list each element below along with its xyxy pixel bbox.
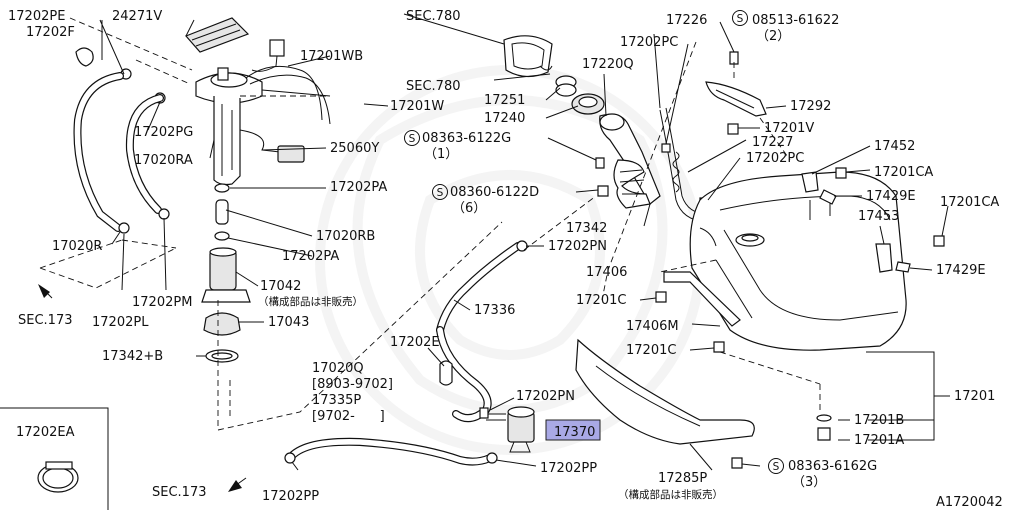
callout-17342[interactable]: 17342 (566, 221, 607, 236)
callout-08363-6122G[interactable]: 08363-6122G (422, 131, 511, 146)
callout-17227[interactable]: 17227 (752, 135, 793, 150)
callout-17202PC-upper[interactable]: 17202PC (620, 35, 678, 50)
callout-17020Q[interactable]: 17020Q (312, 361, 364, 376)
clamp-17202EA-drawing (37, 461, 79, 493)
qty-08363-6162G: （3） (792, 475, 826, 490)
callout-17201[interactable]: 17201 (954, 389, 995, 404)
filler-assembly (503, 35, 709, 223)
leader-lines (0, 13, 950, 510)
range-17020Q: [8903-9702] (312, 377, 393, 392)
callout-17429E-right[interactable]: 17429E (936, 263, 986, 278)
callout-17201CA-right[interactable]: 17201CA (940, 195, 999, 210)
callout-17292[interactable]: 17292 (790, 99, 831, 114)
callout-17201V[interactable]: 17201V (764, 121, 814, 136)
highlight-17370-box (545, 419, 601, 441)
callout-17202PP-left[interactable]: 17202PP (262, 489, 319, 504)
callout-17201W[interactable]: 17201W (390, 99, 444, 114)
callout-08363-6162G[interactable]: 08363-6162G (788, 459, 877, 474)
arrow-icon (38, 284, 50, 298)
callout-17020R[interactable]: 17020R (52, 239, 102, 254)
callout-17202F[interactable]: 17202F (26, 25, 75, 40)
callout-17202PA-upper[interactable]: 17202PA (330, 180, 387, 195)
right-dashed-guides (523, 41, 821, 414)
screw-marks: S S S S (404, 10, 784, 474)
callout-17043[interactable]: 17043 (268, 315, 309, 330)
callout-17202PL[interactable]: 17202PL (92, 315, 149, 330)
callout-17202PP-right[interactable]: 17202PP (540, 461, 597, 476)
callout-17335P[interactable]: 17335P (312, 393, 361, 408)
callout-17251[interactable]: 17251 (484, 93, 525, 108)
callout-17201WB[interactable]: 17201WB (300, 49, 363, 64)
figure-id: A1720042 (936, 495, 1003, 510)
fuel-pump-assembly (120, 17, 331, 363)
qty-08363-6122G: （1） (424, 147, 458, 162)
range-17335P: [9702- ] (312, 409, 385, 424)
callout-sec173-bottom[interactable]: SEC.173 (152, 485, 207, 500)
callout-17202PA-lower[interactable]: 17202PA (282, 249, 339, 264)
screw-mark-icon: S (773, 461, 780, 473)
callout-17220Q[interactable]: 17220Q (582, 57, 634, 72)
left-hoses (73, 47, 170, 234)
left-dashed-guides (39, 17, 503, 431)
callout-17202PG[interactable]: 17202PG (134, 125, 193, 140)
callout-24271V[interactable]: 24271V (112, 9, 162, 24)
fuel-tank (575, 51, 945, 469)
callout-labels: 17202PE 24271V 17202F 17201WB 17202PG 17… (8, 9, 1003, 510)
callout-17201CA-upper[interactable]: 17201CA (874, 165, 933, 180)
note-17285P: （構成部品は非販売） (618, 488, 723, 501)
callout-08360-6122D[interactable]: 08360-6122D (450, 185, 539, 200)
callout-17042[interactable]: 17042 (260, 279, 301, 294)
callout-17370[interactable]: 17370 (554, 425, 595, 440)
callout-17429E-upper[interactable]: 17429E (866, 189, 916, 204)
callout-17201C-lower[interactable]: 17201C (626, 343, 676, 358)
callout-17202PC-lower[interactable]: 17202PC (746, 151, 804, 166)
callout-17226[interactable]: 17226 (666, 13, 707, 28)
callout-17202PN-lower[interactable]: 17202PN (516, 389, 575, 404)
callout-17285P[interactable]: 17285P (658, 471, 707, 486)
callout-17202EA[interactable]: 17202EA (16, 425, 75, 440)
screw-mark-icon: S (737, 13, 744, 25)
screw-mark-icon: S (437, 187, 444, 199)
callout-17202PE[interactable]: 17202PE (8, 9, 65, 24)
callout-17406[interactable]: 17406 (586, 265, 627, 280)
callout-25060Y[interactable]: 25060Y (330, 141, 379, 156)
callout-17202PN-upper[interactable]: 17202PN (548, 239, 607, 254)
arrow-icon (228, 480, 242, 492)
qty-08513-61622: （2） (756, 29, 790, 44)
callout-17342B[interactable]: 17342+B (102, 349, 163, 364)
callout-sec780-upper[interactable]: SEC.780 (406, 9, 461, 24)
callout-17452[interactable]: 17452 (874, 139, 915, 154)
screw-mark-icon: S (409, 133, 416, 145)
qty-08360-6122D: （6） (452, 201, 486, 216)
callout-17201A[interactable]: 17201A (854, 433, 904, 448)
callout-17202E[interactable]: 17202E (390, 335, 440, 350)
callout-17201C-upper[interactable]: 17201C (576, 293, 626, 308)
callout-17240[interactable]: 17240 (484, 111, 525, 126)
callout-17201B[interactable]: 17201B (854, 413, 904, 428)
callout-sec780-lower[interactable]: SEC.780 (406, 79, 461, 94)
center-hoses (284, 240, 535, 466)
sec-arrows (38, 284, 247, 492)
callout-17020RA[interactable]: 17020RA (134, 153, 193, 168)
callout-17336[interactable]: 17336 (474, 303, 515, 318)
callout-17202PM[interactable]: 17202PM (132, 295, 192, 310)
note-17042: （構成部品は非販売） (258, 295, 363, 308)
callout-sec173-left[interactable]: SEC.173 (18, 313, 73, 328)
callout-17020RB[interactable]: 17020RB (316, 229, 375, 244)
callout-08513-61622[interactable]: 08513-61622 (752, 13, 839, 28)
callout-17406M[interactable]: 17406M (626, 319, 679, 334)
callout-17453[interactable]: 17453 (858, 209, 899, 224)
